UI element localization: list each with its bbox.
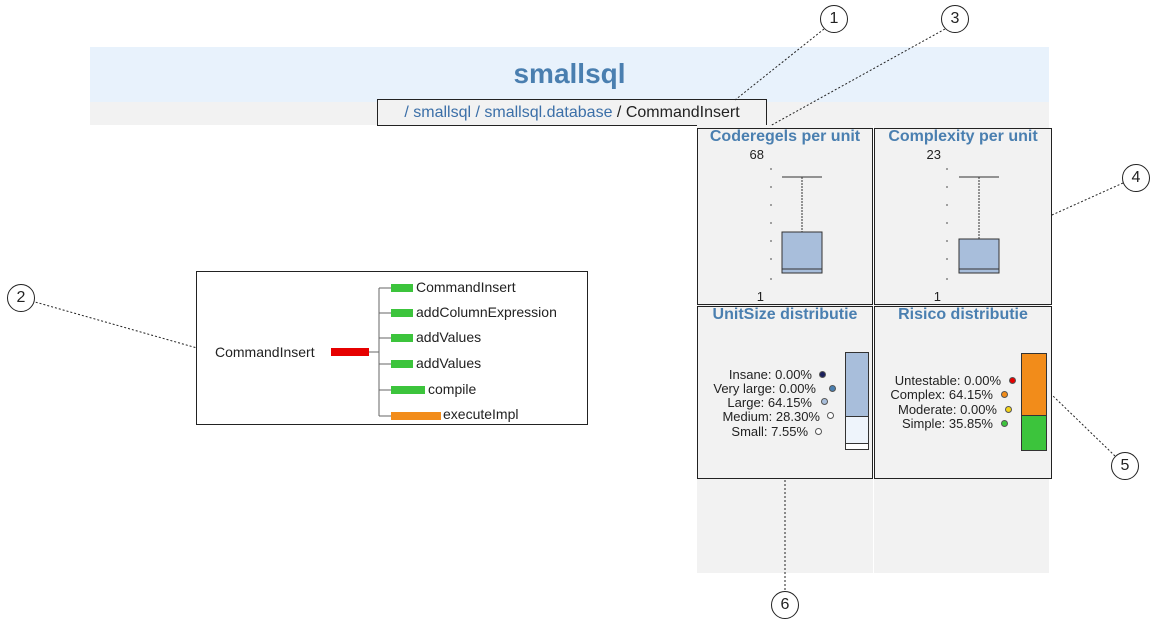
unitsize-dot-large: [821, 398, 828, 405]
risk-label-complex: Complex: 64.15%: [890, 387, 993, 402]
breadcrumb: / smallsql / smallsql.database / Command…: [377, 99, 767, 126]
risk-dot-complex: [1001, 391, 1008, 398]
unitsize-label-large: Large: 64.15%: [727, 395, 812, 410]
unitsize-stacked-bar: [845, 352, 869, 450]
tree-leaf-label[interactable]: executeImpl: [443, 406, 519, 422]
callout-1: 1: [820, 5, 848, 33]
tree-leaf-bar: [391, 360, 413, 368]
complexity-axis-dots: [946, 168, 948, 280]
tree-root-label[interactable]: CommandInsert: [215, 344, 315, 360]
tree-leaf-label[interactable]: addValues: [416, 355, 482, 371]
complexity-boxplot: [946, 168, 1000, 280]
unitsize-dot-small: [815, 428, 822, 435]
tree-leaf-bar: [391, 386, 425, 394]
callout-5: 5: [1111, 452, 1139, 480]
breadcrumb-separator: /: [616, 104, 622, 121]
side-panel-divider: [873, 125, 874, 573]
complexity-panel: Complexity per unit 23 1: [874, 128, 1052, 305]
breadcrumb-link-database[interactable]: smallsql.database: [484, 104, 613, 121]
unitsize-title: UnitSize distributie: [712, 306, 858, 323]
call-tree: CommandInsert CommandInsert addColumnExp…: [196, 271, 588, 425]
breadcrumb-current: CommandInsert: [625, 104, 740, 121]
risk-label-untestable: Untestable: 0.00%: [894, 373, 1001, 388]
tree-leaf-bar: [391, 284, 413, 292]
tree-leaf-bar: [391, 334, 413, 342]
risk-dot-simple: [1001, 420, 1008, 427]
risk-dot-moderate: [1005, 406, 1012, 413]
breadcrumb-separator: /: [404, 104, 409, 121]
tree-leaf-label[interactable]: addColumnExpression: [416, 304, 557, 320]
complexity-min-label: 1: [933, 289, 941, 304]
risk-dot-untestable: [1009, 377, 1016, 384]
unitsize-dot-insane: [819, 371, 826, 378]
risk-label-moderate: Moderate: 0.00%: [897, 402, 997, 417]
code-lines-boxplot: [770, 168, 823, 280]
unitsize-panel: UnitSize distributie Insane: 0.00% Very …: [697, 306, 873, 479]
tree-leaf-label[interactable]: CommandInsert: [416, 279, 516, 295]
unitsize-segment-small: [846, 444, 868, 449]
callout-6: 6: [771, 591, 799, 619]
tree-leaf-bar: [391, 309, 413, 317]
tree-leaf-bar: [391, 412, 441, 420]
unitsize-dot-medium: [827, 412, 834, 419]
complexity-box: [958, 238, 1000, 274]
unitsize-label-very-large: Very large: 0.00%: [713, 381, 816, 396]
code-lines-axis-dots: [770, 168, 772, 280]
code-lines-panel: Coderegels per unit 68 1: [697, 128, 873, 305]
breadcrumb-link-smallsql[interactable]: smallsql: [413, 104, 472, 121]
risk-segment-simple: [1022, 416, 1046, 450]
callout-4: 4: [1122, 164, 1150, 192]
unitsize-segment-large: [846, 353, 868, 417]
unitsize-label-small: Small: 7.55%: [731, 424, 808, 439]
risk-stacked-bar: [1021, 353, 1047, 451]
code-lines-max-label: 68: [749, 147, 764, 162]
callout-2: 2: [7, 284, 35, 312]
breadcrumb-separator: /: [475, 104, 480, 121]
tree-root-bar: [331, 348, 369, 356]
code-lines-title: Coderegels per unit: [709, 128, 861, 145]
callout-3: 3: [941, 5, 969, 33]
risk-label-simple: Simple: 35.85%: [901, 416, 993, 431]
complexity-title: Complexity per unit: [888, 128, 1038, 145]
tree-leaf-label[interactable]: compile: [428, 381, 477, 397]
header-band: [90, 47, 1049, 102]
unitsize-segment-medium: [846, 417, 868, 444]
risk-title: Risico distributie: [898, 306, 1028, 323]
risk-panel: Risico distributie Untestable: 0.00% Com…: [874, 306, 1052, 479]
code-lines-box: [781, 231, 823, 274]
tree-connectors: [369, 287, 391, 417]
unitsize-dot-very-large: [829, 385, 836, 392]
unitsize-label-medium: Medium: 28.30%: [722, 409, 820, 424]
tree-leaf-label[interactable]: addValues: [416, 329, 482, 345]
unitsize-label-insane: Insane: 0.00%: [728, 367, 812, 382]
risk-segment-complex: [1022, 354, 1046, 416]
page-title: smallsql: [513, 58, 626, 89]
complexity-max-label: 23: [926, 147, 941, 162]
code-lines-min-label: 1: [756, 289, 764, 304]
